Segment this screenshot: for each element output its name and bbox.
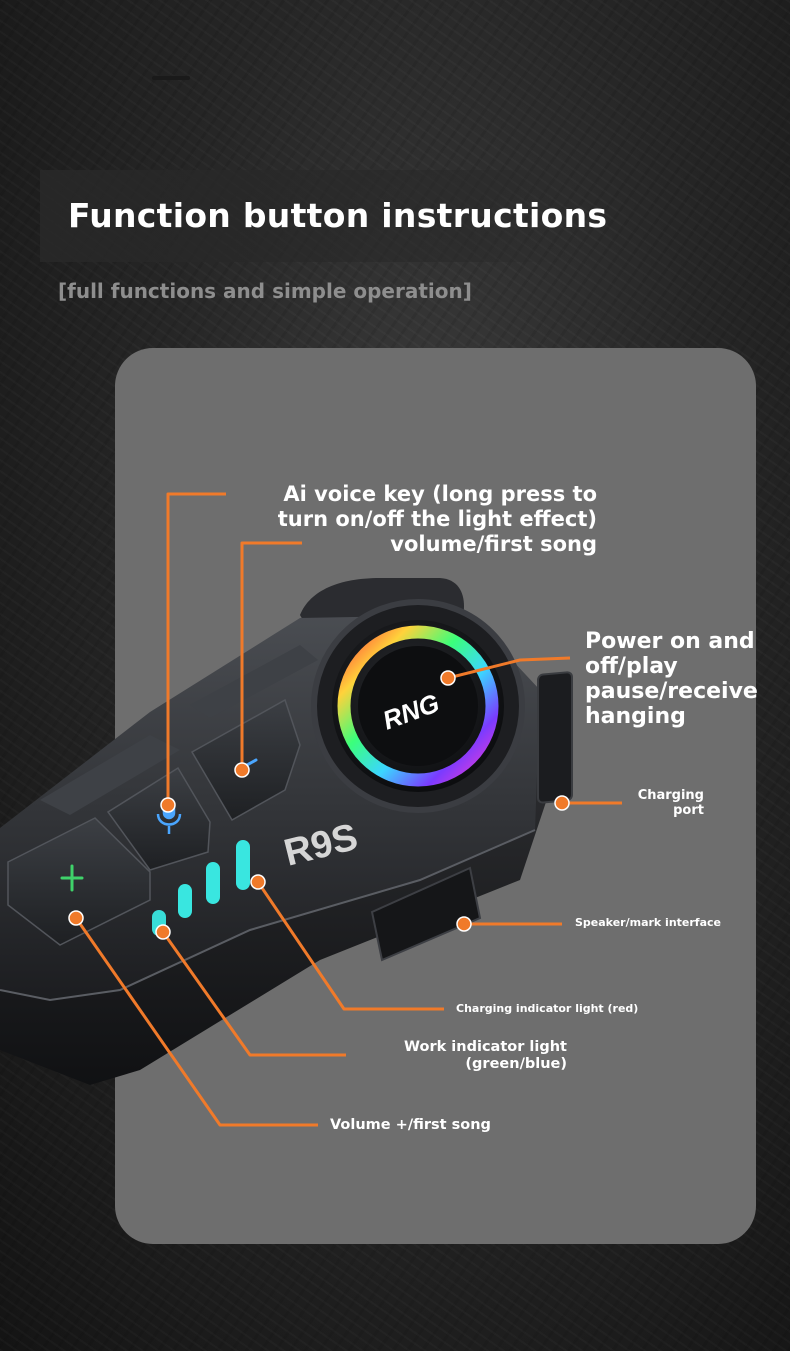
ridge-key-1 xyxy=(40,735,180,815)
plus-key xyxy=(7,817,151,946)
callout-ai-voice-key: Ai voice key (long press to turn on/off … xyxy=(278,482,597,557)
callout-speaker-interface: Speaker/mark interface xyxy=(575,916,721,929)
speaker-interface xyxy=(370,866,482,962)
minus-key xyxy=(190,698,301,822)
callout-power-line-1: Power on and xyxy=(585,629,755,654)
dot-charging-port xyxy=(554,795,570,811)
led-4 xyxy=(236,840,250,890)
callout-power-line-4: hanging xyxy=(585,704,686,729)
callout-power-line-2: off/play xyxy=(585,654,678,679)
decorative-dash xyxy=(152,76,190,80)
dot-power xyxy=(440,670,456,686)
power-dial: RNG xyxy=(311,599,525,813)
device-bevel xyxy=(0,829,536,1002)
callout-charging-port-line-1: Charging xyxy=(637,788,704,803)
callout-charging-port-line-2: port xyxy=(673,803,704,818)
callout-ai-line-1: Ai voice key (long press to xyxy=(283,482,597,506)
page-title: Function button instructions xyxy=(68,196,608,235)
dot-charge-led xyxy=(250,874,266,890)
dot-work-led xyxy=(155,924,171,940)
callout-line-work xyxy=(161,931,346,1057)
ridge-key-2 xyxy=(190,645,318,718)
callout-work-line-1: Work indicator light xyxy=(404,1039,567,1055)
callout-power-line-3: pause/receive xyxy=(585,679,758,704)
callout-charging-port: Charging port xyxy=(638,788,704,818)
led-2 xyxy=(178,884,192,918)
callout-ai-line-3: volume/first song xyxy=(390,532,597,556)
title-band xyxy=(40,170,580,262)
callout-lines xyxy=(74,492,622,1127)
dot-mic xyxy=(160,797,176,813)
led-3 xyxy=(206,862,220,904)
dot-speaker xyxy=(456,916,472,932)
callout-line-volume xyxy=(74,917,318,1127)
callout-charging-indicator: Charging indicator light (red) xyxy=(456,1002,639,1015)
callout-volume-plus: Volume +/first song xyxy=(330,1117,491,1133)
callout-work-line-2: (green/blue) xyxy=(465,1056,567,1072)
indicator-leds xyxy=(152,840,250,936)
callout-power: Power on and off/play pause/receive hang… xyxy=(585,629,758,729)
callout-line-charge-led xyxy=(256,881,444,1011)
dot-minus xyxy=(234,762,250,778)
plus-icon xyxy=(60,864,84,892)
callout-line-minus xyxy=(240,541,302,770)
rgb-light-ring xyxy=(337,625,499,787)
page-subtitle: [full functions and simple operation] xyxy=(58,279,472,303)
charging-port xyxy=(537,671,573,804)
callout-line-power xyxy=(447,656,571,680)
callout-work-indicator: Work indicator light (green/blue) xyxy=(404,1039,567,1073)
callout-ai-line-2: turn on/off the light effect) xyxy=(277,507,597,531)
callout-dots xyxy=(68,670,570,940)
callout-line-ai xyxy=(166,492,226,805)
dot-plus xyxy=(68,910,84,926)
